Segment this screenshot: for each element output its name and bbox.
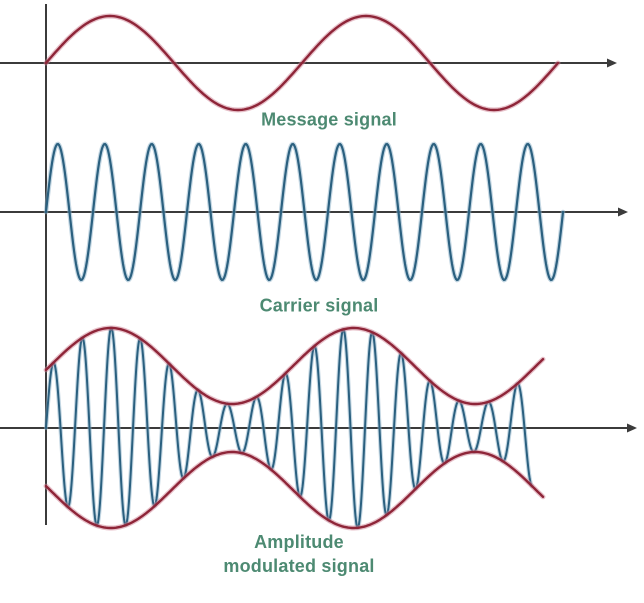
- am-signal-label: Amplitude modulated signal: [223, 530, 374, 578]
- axis-arrowhead-3: [627, 423, 637, 433]
- am-signal-label-line2: modulated signal: [223, 556, 375, 576]
- carrier-signal-label: Carrier signal: [259, 295, 379, 316]
- message-wave-path: [44, 14, 560, 112]
- am-signal-label-line1: Amplitude: [254, 532, 344, 552]
- am-envelope-bottom-path: [44, 450, 545, 530]
- am-wave-path: [45, 327, 533, 529]
- axis-arrowhead-2: [618, 207, 628, 217]
- carrier-wave-path: [44, 142, 565, 282]
- message-signal-label: Message signal: [261, 109, 397, 130]
- axis-arrowhead-1: [607, 58, 617, 68]
- am-envelope-top-path: [44, 326, 545, 406]
